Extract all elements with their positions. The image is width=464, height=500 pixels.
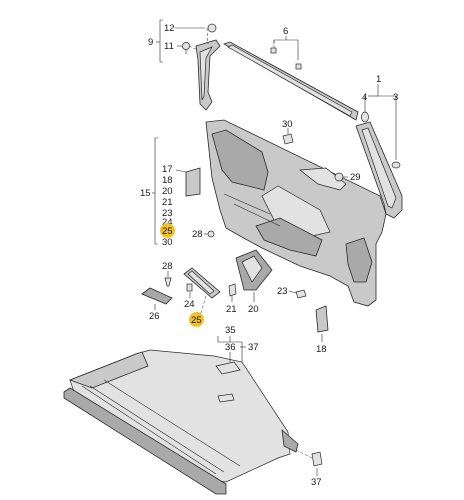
dash-line [206,27,209,45]
cover-clip-36[interactable] [215,361,241,403]
callout-3: 3 [393,92,398,103]
callout-26: 26 [149,311,160,322]
bracket-1 [377,84,397,160]
callout-30: 30 [282,119,293,130]
leader-line [288,290,297,294]
clip-37[interactable] [311,451,323,467]
clip-4[interactable] [361,111,369,123]
group15-24: 24 [162,217,173,228]
clip-29[interactable] [334,172,344,182]
tailgate-trim-panel[interactable] [205,119,387,307]
callout-28-upper: 28 [192,229,203,240]
callout-37-lower: 37 [311,477,322,488]
callout-1: 1 [376,74,381,85]
callout-4: 4 [362,92,367,103]
dash-line [188,45,199,51]
callout-20: 20 [248,304,259,315]
callout-24: 24 [184,299,195,310]
bracket-9 [159,19,163,63]
roof-trim-strip[interactable] [223,41,359,121]
clip-11[interactable] [182,42,190,54]
screw-28-upper[interactable] [207,230,215,238]
pillar-trim-right[interactable] [355,121,403,219]
cover-18[interactable] [315,305,329,333]
group15-20: 20 [162,186,173,197]
callout-9: 9 [148,37,153,48]
clip-6[interactable] [270,47,302,70]
callout-25: 25 [191,315,202,326]
luggage-compartment-cover[interactable] [63,349,299,495]
clip-3[interactable] [391,161,401,169]
callout-35: 35 [225,325,236,336]
screw-28-lower[interactable] [164,277,172,287]
clip-23[interactable] [295,289,307,299]
callout-18: 18 [316,344,327,355]
dash-line [199,295,207,317]
clip-24[interactable] [186,283,193,292]
clip-30[interactable] [282,133,294,145]
group15-30: 30 [162,237,173,248]
group15-25: 25 [162,226,173,237]
group15-21: 21 [162,197,173,208]
highlight-marker [189,312,204,327]
pillar-trim-left[interactable] [195,39,221,111]
grab-strip[interactable] [183,267,221,299]
callout-29: 29 [350,172,361,183]
callout-36: 36 [225,342,236,353]
group15-18: 18 [162,175,173,186]
callout-21: 21 [226,304,237,315]
callout-6: 6 [283,26,288,37]
clip-12[interactable] [207,23,217,33]
callout-23: 23 [277,286,288,297]
callout-15: 15 [140,188,151,199]
group15-23: 23 [162,208,173,219]
bracket-15 [154,137,158,245]
callout-37-upper: 37 [248,342,259,353]
group15-17: 17 [162,164,173,175]
leader-line [175,169,187,173]
callout-28-lower: 28 [162,261,173,272]
dash-line [295,449,313,459]
callout-11: 11 [164,41,174,52]
bracket-6 [273,39,299,60]
callout-12: 12 [164,23,175,34]
strip-26[interactable] [141,287,173,305]
handle-20[interactable] [235,249,273,291]
highlight-marker [160,223,175,238]
clip-21[interactable] [228,283,237,297]
cover-17[interactable] [185,167,201,197]
